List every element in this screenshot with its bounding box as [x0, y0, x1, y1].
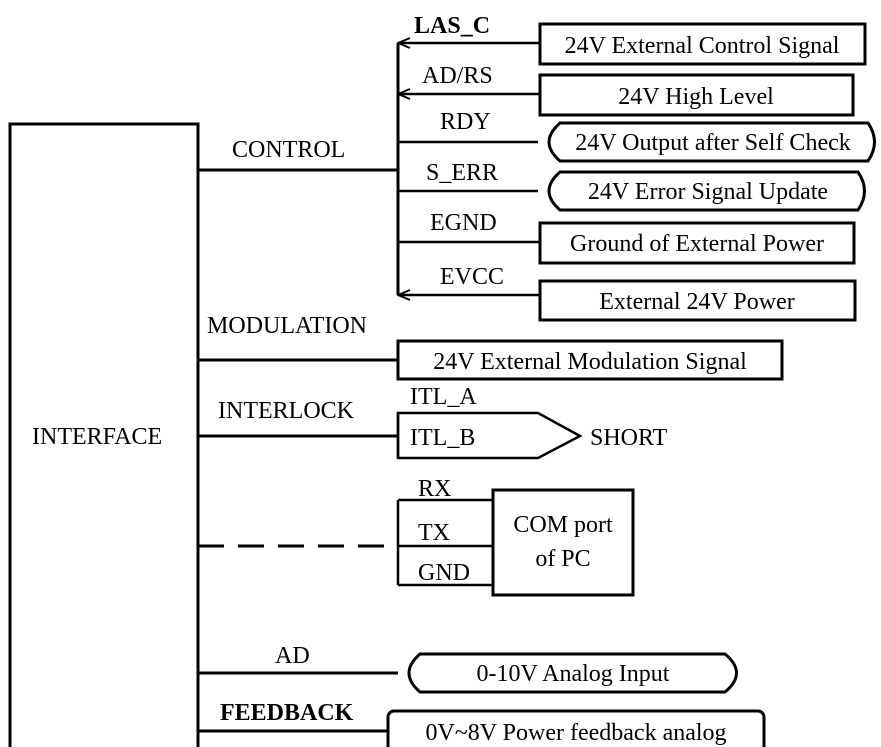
egnd-box — [538, 221, 856, 265]
feedback-box — [386, 709, 766, 747]
rdy-label: RDY — [440, 109, 491, 135]
tx-label: TX — [418, 520, 450, 546]
evcc-box — [538, 279, 857, 322]
s-err-label: S_ERR — [426, 160, 498, 186]
interlock-short-label: SHORT — [590, 425, 668, 451]
modulation-box — [396, 339, 784, 381]
interface-label: INTERFACE — [32, 424, 162, 450]
modulation-description: 24V External Modulation Signal — [433, 349, 747, 375]
ad-rs-label: AD/RS — [422, 63, 493, 89]
com-port-label-line2: of PC — [535, 546, 590, 572]
com-port-label-line1: COM port — [513, 512, 613, 538]
evcc-label: EVCC — [440, 264, 504, 290]
rdy-box — [547, 121, 876, 163]
s-err-description: 24V Error Signal Update — [588, 179, 828, 205]
las-c-label: LAS_C — [414, 13, 490, 39]
interlock-pin-a: ITL_A — [410, 384, 477, 410]
ad-label: AD — [275, 643, 310, 669]
gnd-label: GND — [418, 560, 470, 586]
evcc-description: External 24V Power — [599, 289, 795, 315]
interlock-pin-b: ITL_B — [410, 425, 475, 451]
rx-label: RX — [418, 476, 451, 502]
modulation-label: MODULATION — [207, 313, 367, 339]
control-label: CONTROL — [232, 137, 345, 163]
ad-description: 0-10V Analog Input — [477, 661, 670, 687]
ad-rs-description: 24V High Level — [618, 84, 774, 110]
ad-box — [407, 652, 738, 694]
las-c-box — [538, 22, 867, 66]
feedback-description: 0V~8V Power feedback analog — [425, 720, 726, 746]
com-port-box — [491, 488, 635, 597]
feedback-label: FEEDBACK — [220, 700, 354, 726]
ad-rs-box — [538, 73, 855, 117]
las-c-description: 24V External Control Signal — [565, 33, 840, 59]
egnd-description: Ground of External Power — [570, 231, 824, 257]
egnd-label: EGND — [430, 210, 497, 236]
rdy-description: 24V Output after Self Check — [575, 130, 851, 156]
s-err-box — [547, 170, 866, 212]
interlock-label: INTERLOCK — [218, 398, 355, 424]
